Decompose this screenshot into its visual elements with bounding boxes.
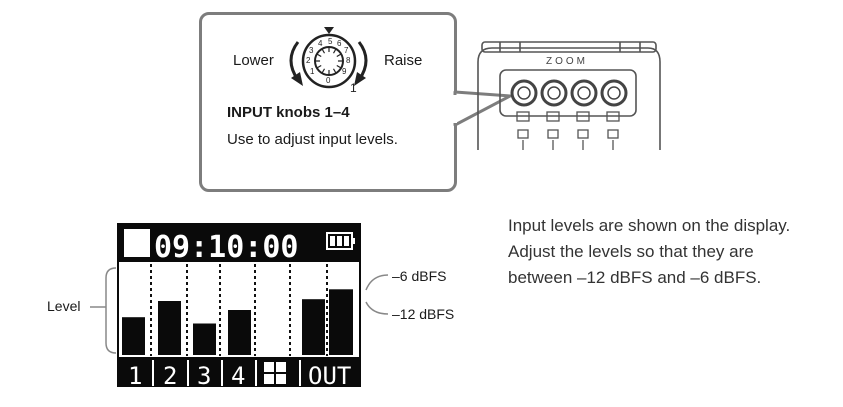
- explanation-line: between –12 dBFS and –6 dBFS.: [508, 268, 762, 287]
- db-high-leader: [365, 274, 389, 291]
- record-status-icon: [124, 229, 150, 257]
- level-meters: [122, 289, 353, 355]
- knob-scale-end: 1: [350, 81, 357, 95]
- db-low-leader: [365, 301, 389, 315]
- out-label: OUT: [308, 362, 351, 390]
- level-meter-bar: [193, 323, 216, 355]
- svg-text:9: 9: [342, 67, 347, 76]
- level-label: Level: [47, 298, 81, 314]
- svg-text:1: 1: [310, 67, 315, 76]
- raise-label: Raise: [384, 52, 423, 69]
- svg-text:2: 2: [306, 56, 311, 65]
- level-meter-bar: [329, 289, 353, 355]
- channel-strip: [152, 360, 301, 386]
- channel-label-3: 3: [197, 362, 211, 390]
- explanation-text: Input levels are shown on the display. A…: [508, 213, 790, 291]
- svg-text:4: 4: [318, 39, 323, 48]
- level-meter-bar: [228, 310, 251, 355]
- device-brand-logo: ZOOM: [546, 56, 588, 67]
- explanation-line: Adjust the levels so that they are: [508, 242, 754, 261]
- level-bracket: [105, 267, 117, 354]
- recorder-device: [477, 41, 661, 150]
- db-high-label: –6 dBFS: [392, 268, 447, 284]
- channel-label-1: 1: [128, 362, 142, 390]
- lower-label: Lower: [233, 52, 274, 69]
- level-meter-bar: [158, 301, 181, 355]
- level-meter-bar: [302, 299, 325, 355]
- svg-text:0: 0: [326, 76, 331, 85]
- level-meter-bar: [122, 317, 145, 355]
- channel-label-4: 4: [231, 362, 245, 390]
- channel-label-2: 2: [163, 362, 177, 390]
- callout-title: INPUT knobs 1–4: [227, 104, 350, 121]
- battery-icon: [326, 232, 355, 250]
- mix-grid-icon: [264, 362, 286, 384]
- svg-text:7: 7: [344, 46, 349, 55]
- explanation-line: Input levels are shown on the display.: [508, 216, 791, 235]
- svg-text:5: 5: [328, 37, 333, 46]
- svg-text:3: 3: [309, 46, 314, 55]
- device-knobs: [510, 79, 628, 107]
- device-buttons: [516, 111, 620, 150]
- display-time: 09:10:00: [154, 230, 299, 265]
- db-low-label: –12 dBFS: [392, 306, 455, 322]
- svg-text:8: 8: [346, 56, 351, 65]
- callout-description: Use to adjust input levels.: [227, 131, 398, 148]
- svg-text:6: 6: [337, 39, 342, 48]
